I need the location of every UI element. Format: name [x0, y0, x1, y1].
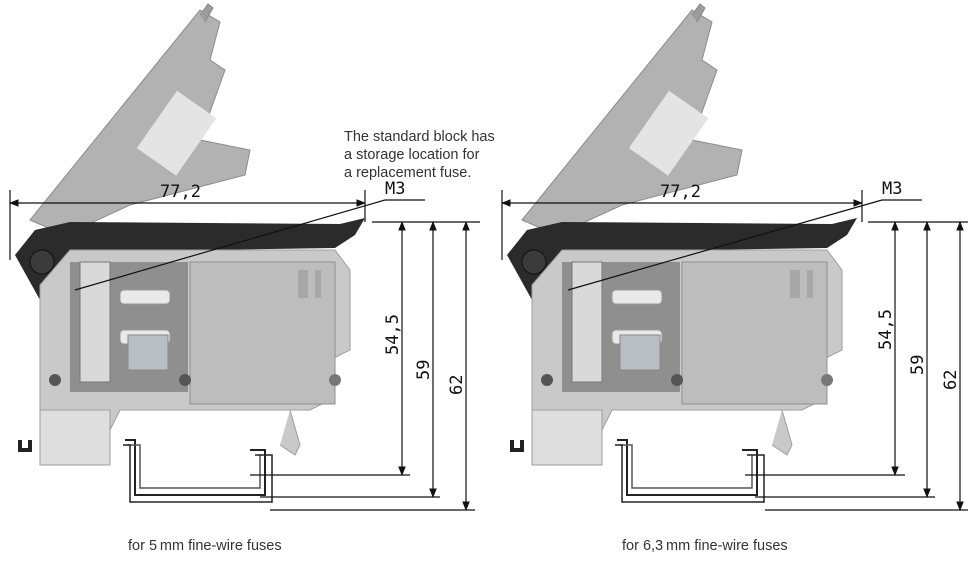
left-dimensions: 77,2 M3 54,5 59 62	[9, 179, 480, 511]
right-thread-label: M3	[882, 179, 902, 199]
right-height-62: 62	[941, 370, 961, 390]
right-width-dim: 77,2	[660, 182, 701, 202]
right-height-59: 59	[908, 355, 928, 375]
right-terminal-block	[505, 2, 859, 504]
left-height-62: 62	[447, 375, 467, 395]
left-height-59: 59	[414, 360, 434, 380]
left-width-dim: 77,2	[160, 182, 201, 202]
right-height-545: 54,5	[876, 309, 896, 350]
storage-note-line-1: The standard block has	[344, 129, 495, 145]
left-caption: for 5 mm fine-wire fuses	[128, 538, 282, 554]
left-thread-label: M3	[385, 179, 405, 199]
right-dimensions: 77,2 M3 54,5 59 62	[501, 179, 968, 511]
right-caption: for 6,3 mm fine-wire fuses	[622, 538, 788, 554]
left-height-545: 54,5	[383, 314, 403, 355]
storage-note: The standard block has a storage locatio…	[344, 128, 495, 182]
storage-note-line-3: a replacement fuse.	[344, 165, 472, 181]
storage-note-line-2: a storage location for	[344, 147, 480, 163]
left-terminal-block	[13, 2, 367, 504]
